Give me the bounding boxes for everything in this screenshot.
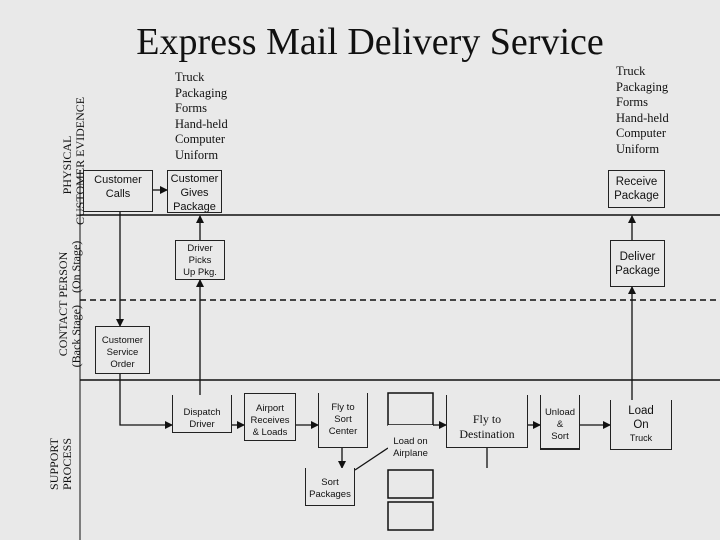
flow-arrow bbox=[119, 374, 173, 429]
lane-label-support-process: SUPPORT PROCESS bbox=[47, 437, 74, 491]
lane-label-contact-person: CONTACT PERSON (Back Stage) (On Stage) bbox=[56, 240, 83, 368]
step-unload-and-sort: Unload&Sort bbox=[540, 395, 580, 450]
empty-step-box bbox=[387, 392, 434, 426]
empty-step-box bbox=[387, 469, 434, 499]
flow-arrow bbox=[354, 447, 389, 471]
empty-step-box bbox=[387, 501, 434, 531]
page-title: Express Mail Delivery Service bbox=[136, 21, 604, 63]
